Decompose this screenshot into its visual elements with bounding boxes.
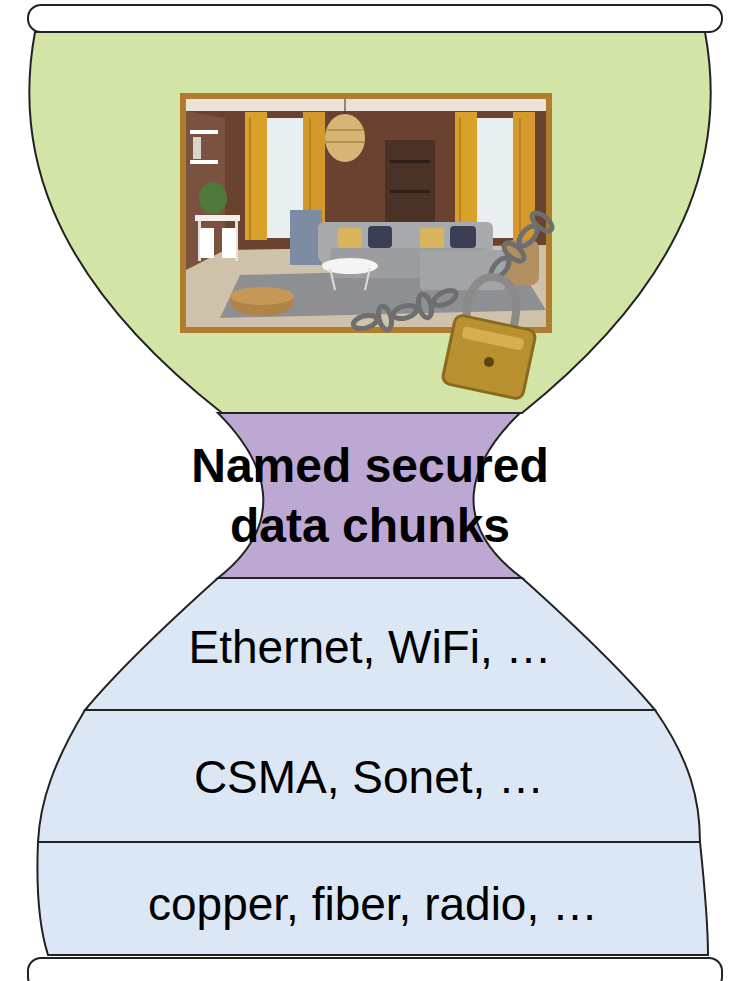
layer-label: Named secured data chunks <box>150 436 590 556</box>
waist-band: Named secured data chunks <box>218 413 522 578</box>
room-picture <box>180 93 552 333</box>
band-shape <box>218 413 522 578</box>
layer-label: CSMA, Sonet, … <box>194 750 544 805</box>
layer-label: Ethernet, WiFi, … <box>189 620 552 675</box>
bottom-bar <box>28 958 722 981</box>
layer-band: copper, fiber, radio, … <box>38 842 708 955</box>
layer-band: Ethernet, WiFi, … <box>85 578 655 710</box>
top-bulb <box>29 32 711 413</box>
top-bar <box>28 5 722 32</box>
band-shape <box>37 842 708 955</box>
layer-label: copper, fiber, radio, … <box>148 877 598 932</box>
band-shape <box>85 578 655 710</box>
chain-and-padlock <box>352 210 555 400</box>
layer-band: CSMA, Sonet, … <box>38 710 700 842</box>
band-shape <box>38 710 700 842</box>
